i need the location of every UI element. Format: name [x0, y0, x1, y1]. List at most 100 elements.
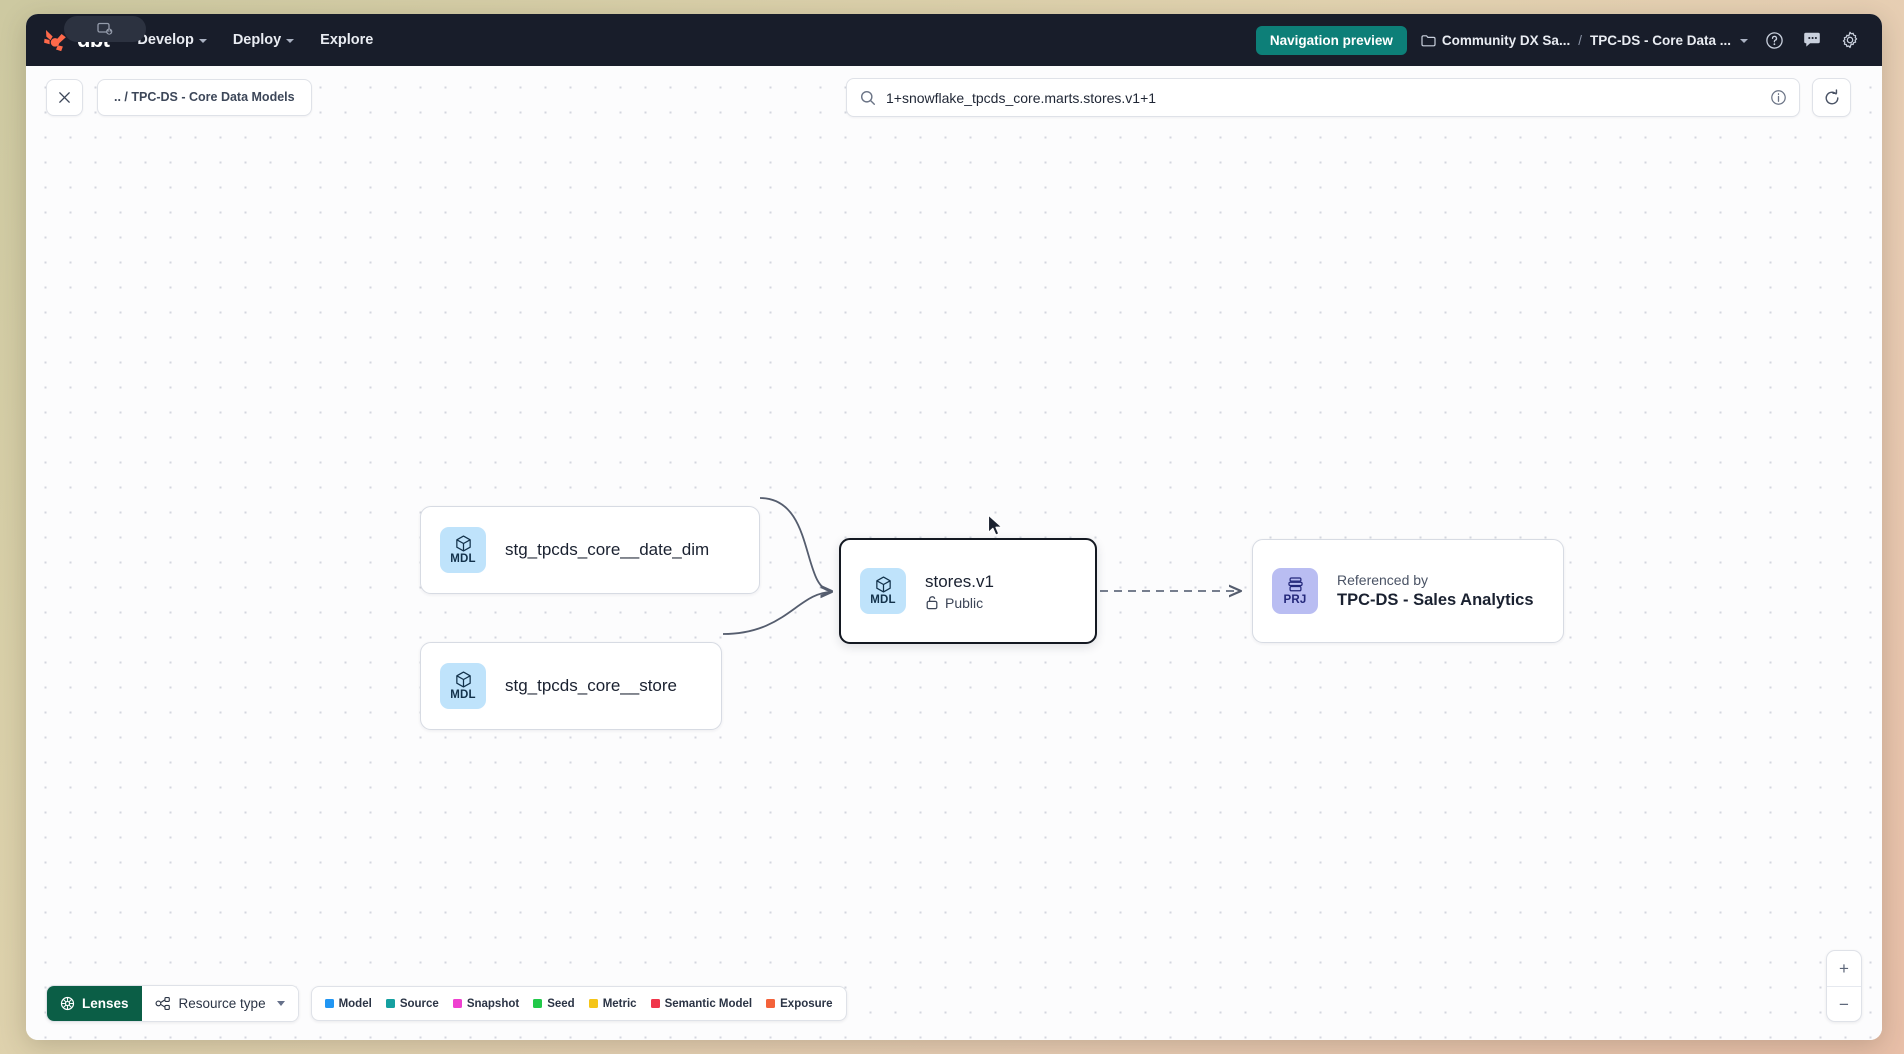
- node-badge-model: MDL: [440, 527, 486, 573]
- node-title: stg_tpcds_core__date_dim: [505, 540, 710, 559]
- nav-item-explore[interactable]: Explore: [318, 26, 375, 54]
- settings-button[interactable]: [1838, 28, 1862, 52]
- lens-controls-group: Lenses Resource type: [46, 985, 299, 1022]
- lineage-toolbar: .. / TPC-DS - Core Data Models: [26, 66, 1882, 128]
- lineage-breadcrumb-chip[interactable]: .. / TPC-DS - Core Data Models: [97, 78, 312, 116]
- node-badge-model: MDL: [860, 568, 906, 614]
- close-lineage-button[interactable]: [46, 78, 83, 116]
- node-text: Referenced by TPC-DS - Sales Analytics: [1337, 572, 1534, 610]
- graph-node-stg-tpcds-core-date-dim[interactable]: MDL stg_tpcds_core__date_dim: [420, 506, 760, 594]
- legend-label: Metric: [602, 997, 637, 1010]
- lineage-canvas[interactable]: MDL stg_tpcds_core__date_dim MDL stg_tpc…: [26, 66, 1882, 1040]
- legend-item-metric: Metric: [588, 997, 637, 1010]
- graph-node-stores-v1[interactable]: MDL stores.v1 Public: [839, 538, 1097, 644]
- edge-store-stores_v1: [722, 592, 832, 635]
- feedback-chat-icon: [1804, 32, 1820, 47]
- chevron-down-icon[interactable]: [1740, 39, 1748, 43]
- node-text: stg_tpcds_core__date_dim: [505, 540, 709, 560]
- chevron-down-icon: [198, 39, 207, 43]
- lineage-search-box[interactable]: [846, 78, 1800, 117]
- navbar-right: Navigation preview Community DX Sa... / …: [1255, 25, 1862, 55]
- breadcrumb-account-label: Community DX Sa...: [1441, 32, 1571, 48]
- legend-swatch: [766, 999, 776, 1008]
- zoom-controls: + −: [1826, 950, 1862, 1022]
- resource-type-dropdown[interactable]: Resource type: [141, 986, 298, 1021]
- node-access-row: Public: [925, 595, 994, 611]
- breadcrumb-account[interactable]: Community DX Sa...: [1421, 33, 1570, 48]
- graph-node-referenced-by-sales-analytics[interactable]: PRJ Referenced by TPC-DS - Sales Analyti…: [1252, 539, 1564, 643]
- edge-date_dim-stores_v1: [759, 497, 832, 591]
- bottom-toolbar: Lenses Resource type Model: [46, 985, 847, 1022]
- breadcrumb: Community DX Sa... / TPC-DS - Core Data …: [1421, 33, 1748, 48]
- app-window: dbt Develop Deploy Explore Navigation pr…: [26, 14, 1882, 1040]
- cube-icon: [875, 576, 891, 593]
- info-circle-icon[interactable]: [1770, 89, 1787, 106]
- zoom-in-button[interactable]: +: [1839, 959, 1849, 978]
- help-circle-icon: [1765, 31, 1783, 49]
- search-icon: [860, 90, 876, 105]
- nav-item-deploy[interactable]: Deploy: [231, 26, 296, 54]
- search-input[interactable]: [886, 89, 1760, 106]
- feedback-button[interactable]: [1800, 28, 1824, 52]
- legend-item-semantic-model: Semantic Model: [650, 998, 752, 1010]
- close-icon: [59, 91, 70, 103]
- breadcrumb-separator: /: [1578, 32, 1582, 48]
- legend-label: Seed: [547, 997, 575, 1010]
- node-title: TPC-DS - Sales Analytics: [1337, 591, 1534, 609]
- node-badge-label: MDL: [450, 553, 476, 566]
- project-stack-icon: [1287, 577, 1303, 592]
- gear-icon: [1842, 31, 1858, 49]
- legend-swatch: [324, 999, 334, 1008]
- nav-item-develop[interactable]: Develop: [135, 26, 208, 54]
- legend-label: Exposure: [780, 997, 833, 1010]
- folder-icon: [1421, 34, 1436, 46]
- legend-label: Model: [338, 997, 372, 1010]
- nav-item-develop-label: Develop: [137, 32, 194, 48]
- legend-item-snapshot: Snapshot: [452, 997, 520, 1010]
- search-area: [846, 78, 1851, 117]
- screenshot-icon: [97, 22, 113, 35]
- lenses-label: Lenses: [82, 996, 129, 1011]
- refresh-lineage-button[interactable]: [1812, 78, 1851, 117]
- chevron-down-icon: [286, 39, 295, 43]
- nav-links: Develop Deploy Explore: [135, 26, 375, 54]
- node-access-label: Public: [945, 594, 984, 611]
- node-badge-model: MDL: [440, 663, 486, 709]
- help-button[interactable]: [1762, 28, 1786, 52]
- node-badge-label: PRJ: [1283, 594, 1307, 607]
- legend-item-model: Model: [324, 997, 372, 1010]
- resource-type-legend: Model Source Snapshot Seed Metric: [310, 986, 847, 1021]
- lens-icon: [60, 996, 75, 1011]
- cube-icon: [455, 535, 471, 552]
- legend-label: Snapshot: [466, 997, 520, 1010]
- resource-type-label: Resource type: [178, 996, 266, 1011]
- legend-item-exposure: Exposure: [766, 997, 833, 1010]
- legend-label: Source: [399, 997, 439, 1010]
- nav-item-deploy-label: Deploy: [232, 32, 282, 48]
- unlock-icon: [926, 596, 938, 610]
- legend-swatch: [650, 999, 660, 1008]
- node-text: stg_tpcds_core__store: [505, 676, 677, 696]
- lenses-button[interactable]: Lenses: [47, 986, 142, 1021]
- node-badge-label: MDL: [450, 689, 476, 702]
- breadcrumb-project[interactable]: TPC-DS - Core Data ...: [1590, 33, 1731, 48]
- refresh-icon: [1825, 88, 1838, 104]
- legend-swatch: [588, 999, 598, 1008]
- dbt-logo-icon: [44, 29, 66, 52]
- graph-node-stg-tpcds-core-store[interactable]: MDL stg_tpcds_core__store: [420, 642, 722, 730]
- window-tab-nub[interactable]: [64, 16, 146, 42]
- breadcrumb-project-label: TPC-DS - Core Data ...: [1589, 32, 1731, 48]
- nav-item-explore-label: Explore: [320, 32, 374, 48]
- chevron-down-icon: [276, 1001, 285, 1006]
- node-eyebrow: Referenced by: [1337, 572, 1429, 588]
- lineage-edges: [722, 497, 1882, 635]
- legend-item-seed: Seed: [533, 998, 575, 1010]
- node-badge-project: PRJ: [1272, 568, 1318, 614]
- node-title: stores.v1: [925, 571, 994, 591]
- zoom-out-button[interactable]: −: [1827, 986, 1861, 1021]
- legend-swatch: [385, 999, 395, 1008]
- legend-swatch: [533, 999, 543, 1008]
- navigation-preview-badge[interactable]: Navigation preview: [1255, 25, 1407, 55]
- nodes-icon: [155, 996, 170, 1010]
- legend-item-source: Source: [385, 997, 439, 1010]
